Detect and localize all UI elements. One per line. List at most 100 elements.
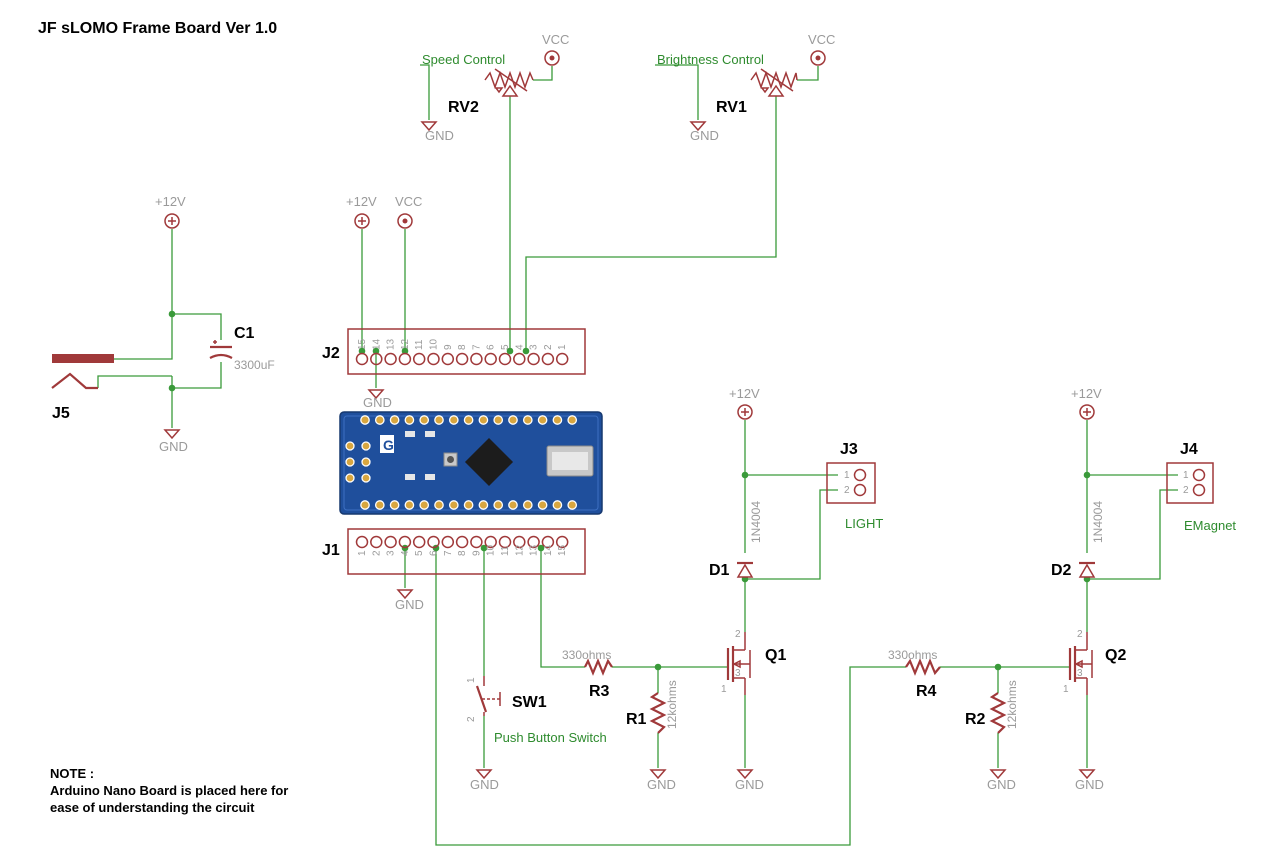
j2-pin-hole [555,352,569,366]
j1-pin-hole [355,535,369,549]
svg-text:GND: GND [363,395,392,410]
gnd-r2: GND [987,769,1016,792]
svg-text:GND: GND [987,777,1016,792]
j2-pin-number: 14 [371,338,382,350]
gnd-c1: GND [159,429,188,454]
power-v12-d1: +12V [729,386,760,420]
power-v12-d2: +12V [1071,386,1102,420]
j2-pin-hole [441,352,455,366]
label-emagnet: EMagnet [1184,518,1236,533]
diagram-title: JF sLOMO Frame Board Ver 1.0 [38,20,277,37]
svg-text:R4: R4 [916,683,937,700]
j1-pin-hole [527,535,540,549]
nano-pin-pad [567,415,578,425]
j2-pin-number: 2 [543,344,554,350]
svg-text:330ohms: 330ohms [562,648,611,662]
gnd-q1: GND [735,769,764,792]
nano-pin-pad [493,500,504,510]
j1-pin-hole [541,535,555,549]
svg-text:G: G [383,437,394,453]
j2-pin-hole [355,352,369,366]
nano-pin-pad [537,500,548,510]
gnd-j1: GND [395,589,424,612]
svg-text:330ohms: 330ohms [888,648,937,662]
nano-pin-pad [567,500,578,510]
nano-pin-pad [434,415,444,425]
nano-pin-pad [389,500,400,510]
j1-pin-number: 3 [386,550,397,556]
svg-text:+12V: +12V [346,194,377,209]
svg-text:VCC: VCC [395,194,422,209]
j2-pin-number: 6 [486,344,497,350]
resistor-r1: 12kohms R1 [626,680,679,734]
j1-pin-hole [412,535,426,549]
power-v12-c1: +12V [155,194,186,229]
j2-pin-hole [527,352,540,366]
j1-pin-number: 1 [357,550,368,556]
nano-pin-pad [374,415,385,425]
j2-pin-number: 8 [457,344,468,350]
j1-pin-hole [370,535,383,549]
svg-text:Arduino Nano Board is placed h: Arduino Nano Board is placed here for [50,783,288,798]
j1-pin-number: 14 [543,544,554,556]
j2-pin-number: 3 [529,344,540,350]
nano-pin-pad [419,415,430,425]
nano-pin-pad [552,500,563,510]
svg-text:+12V: +12V [1071,386,1102,401]
svg-text:J4: J4 [1180,441,1198,458]
potentiometer-rv2: RV2 [448,68,534,116]
svg-text:12kohms: 12kohms [665,680,679,729]
svg-text:3: 3 [1077,668,1083,679]
nano-pin-pad [434,500,444,510]
j2-pin-hole [412,352,426,366]
svg-text:2: 2 [844,485,850,496]
j2-pin-number: 1 [557,344,568,350]
svg-text:VCC: VCC [542,32,569,47]
svg-text:RV1: RV1 [716,99,747,116]
power-vcc-rv2: VCC [542,32,569,66]
j2-pin-number: 15 [357,338,368,350]
svg-text:Q2: Q2 [1105,647,1126,664]
svg-text:1: 1 [721,684,727,695]
j2-pin-hole [427,352,440,366]
resistor-r3: 330ohms R3 [562,648,613,700]
gnd-q2: GND [1075,769,1104,792]
nano-pin-pad [419,500,430,510]
diode-d1: D1 1N4004 [709,501,763,579]
j1-pin-number: 12 [514,544,525,556]
mosfet-q2: 2 1 3 Q2 [1063,629,1126,695]
resistor-r4: 330ohms R4 [888,648,941,700]
j2-pin-number: 4 [514,344,525,350]
svg-text:1: 1 [844,470,850,481]
mosfet-q1: 2 1 3 Q1 [721,629,786,695]
nano-pin-pad [478,500,489,510]
j1-pin-number: 10 [486,544,497,556]
j1-pin-number: 7 [443,550,454,556]
j2-pin-number: 13 [386,338,397,350]
svg-text:3: 3 [735,668,741,679]
connector-j4: 1 2 J4 [1166,441,1214,504]
j1-pin-hole [555,535,569,549]
nano-pin-pad [537,415,548,425]
j2-pin-hole [384,352,397,366]
svg-text:GND: GND [647,777,676,792]
j1-pin-hole [498,535,512,549]
svg-text:GND: GND [735,777,764,792]
j1-pin-number: 5 [414,550,425,556]
j1-pin-hole [484,535,497,549]
j2-pin-number: 12 [400,338,411,350]
nano-pin-pad [522,415,533,425]
j1-pin-number: 9 [471,550,482,556]
j2-pin-number: 11 [414,339,425,350]
svg-text:RV2: RV2 [448,99,479,116]
wires [97,64,1178,846]
diode-d2: D2 1N4004 [1051,501,1105,579]
nano-pin-pad [448,500,459,510]
svg-text:R1: R1 [626,711,647,728]
j2-pin-hole [470,352,483,366]
svg-text:R3: R3 [589,683,610,700]
svg-text:ease of understanding the circ: ease of understanding the circuit [50,800,255,815]
nano-pin-pad [374,500,385,510]
power-vcc-j2: VCC [395,194,422,229]
